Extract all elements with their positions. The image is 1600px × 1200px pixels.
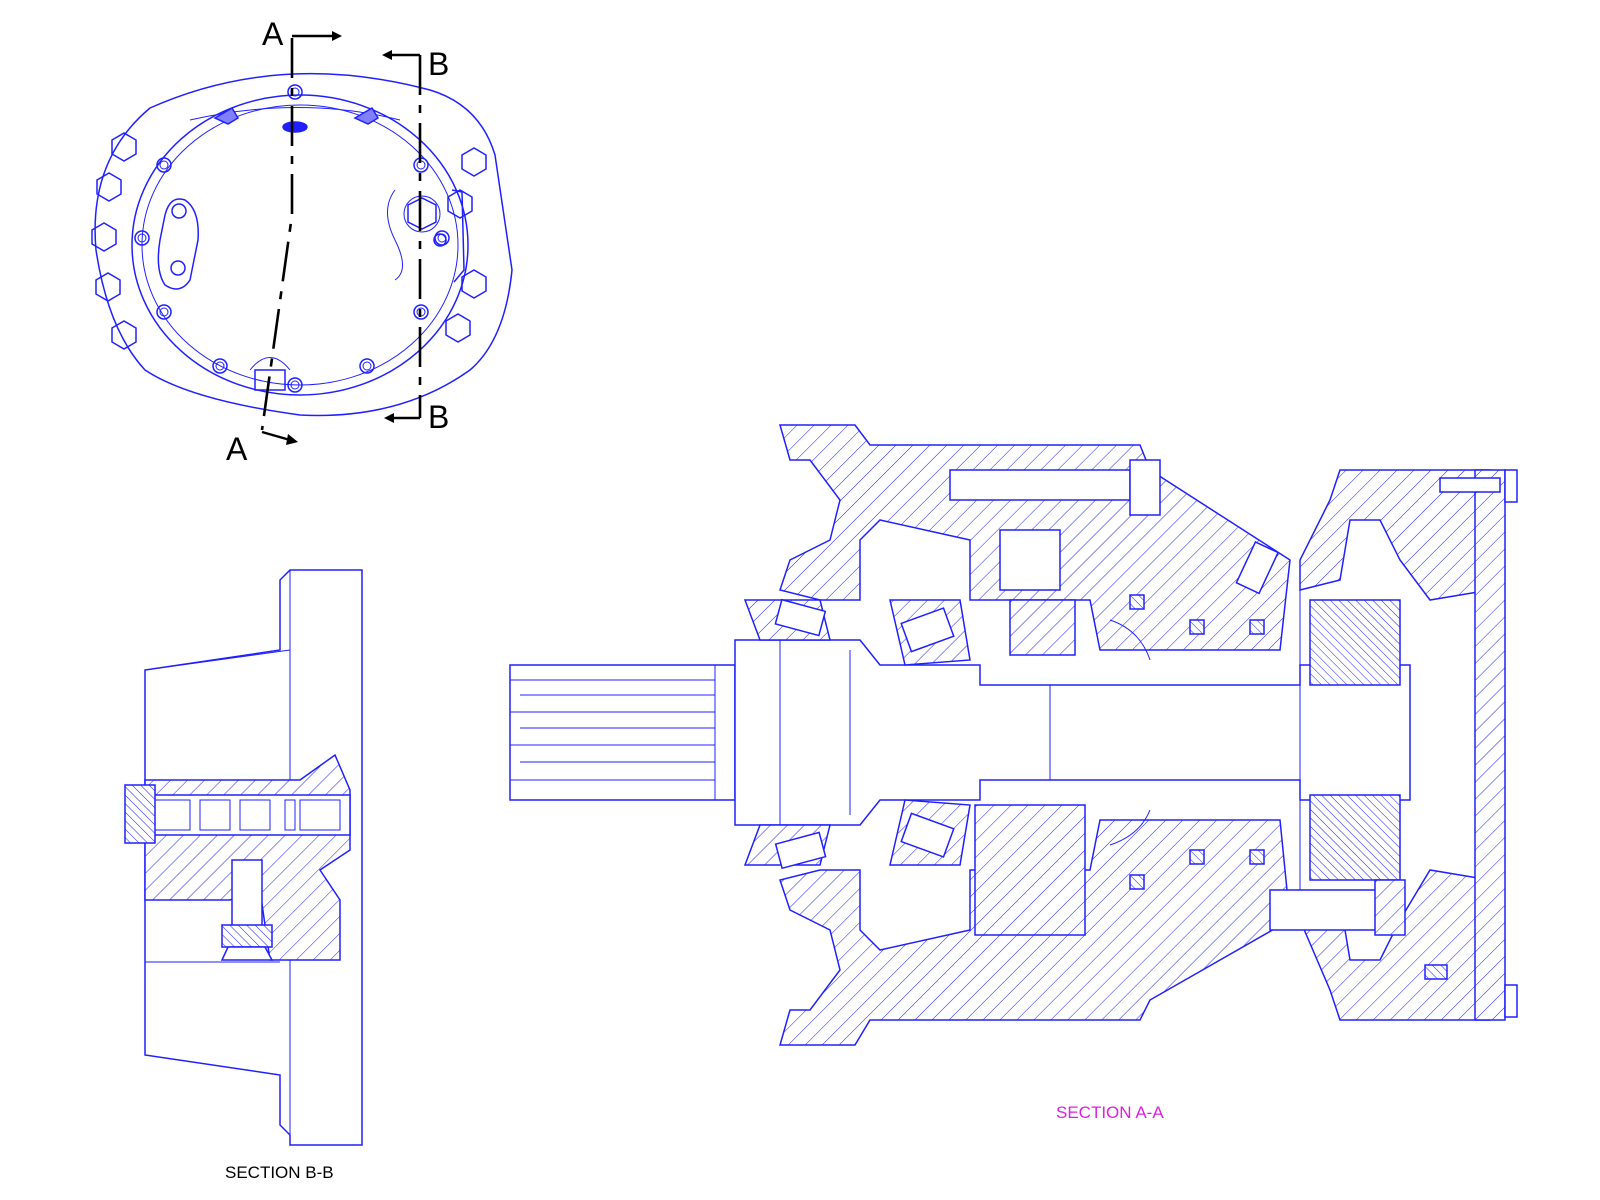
end-view-flange-outline — [94, 72, 513, 417]
end-view-housing-rim — [131, 94, 469, 396]
section-aa-brake-discs-top — [1309, 599, 1401, 686]
section-aa-bearings — [743, 598, 971, 870]
section-bb-caption: SECTION B-B — [225, 1163, 334, 1182]
end-view-inner-rim — [141, 104, 459, 386]
end-view-mounting-lugs — [91, 132, 487, 350]
cut-label-b-bottom: B — [428, 399, 449, 435]
cut-label-a-top: A — [262, 16, 284, 52]
cut-label-a-bottom: A — [226, 431, 248, 467]
section-aa-top-bolt — [949, 469, 1131, 501]
section-aa-caption: SECTION A-A — [1056, 1103, 1164, 1122]
section-aa-brake-discs-bottom — [1309, 794, 1401, 881]
cut-label-b-top: B — [428, 46, 449, 82]
cutting-plane-a — [260, 31, 342, 445]
cutting-plane-b — [382, 50, 422, 423]
section-aa-cylinder-block — [974, 804, 1086, 936]
section-bb-view — [124, 569, 363, 1146]
end-view — [91, 72, 513, 417]
end-view-port-plate — [157, 198, 199, 290]
section-aa-main-shaft — [734, 639, 1411, 826]
end-view-hex-plug — [407, 197, 437, 230]
section-aa-view — [509, 424, 1518, 1046]
section-bb-outline — [144, 569, 363, 1146]
section-aa-end-cover — [1474, 469, 1506, 1021]
